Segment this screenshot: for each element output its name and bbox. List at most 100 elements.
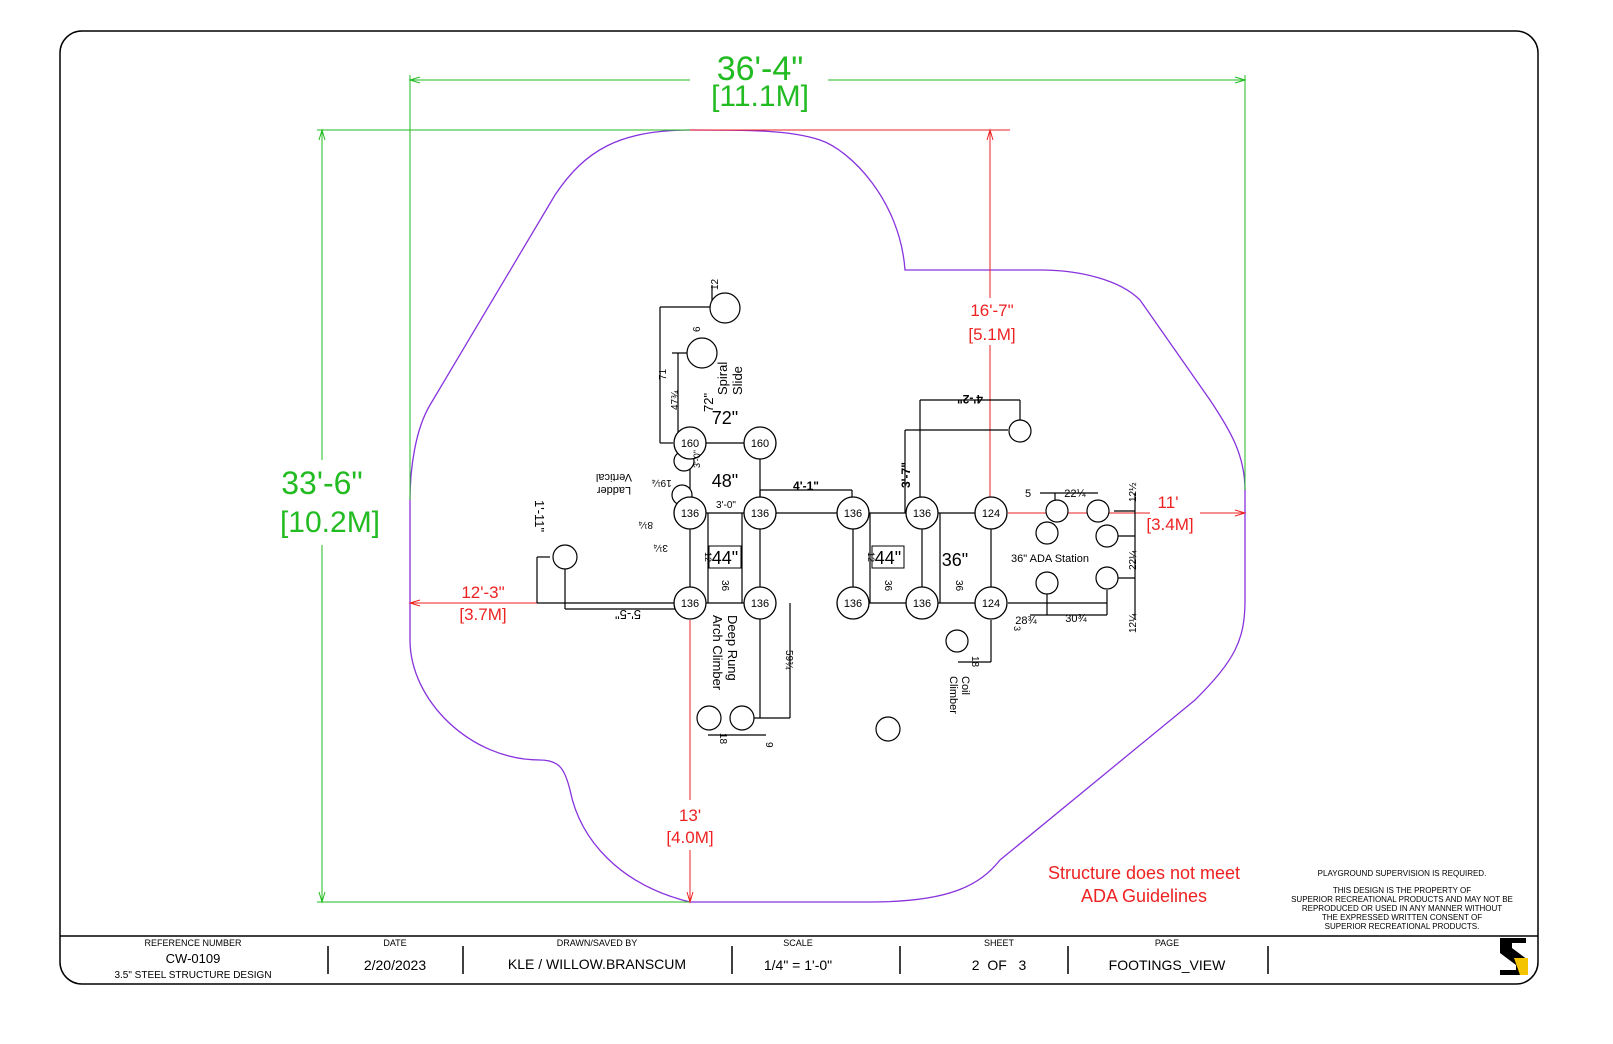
page-value: FOOTINGS_VIEW — [1109, 957, 1226, 973]
post-136-c: 136 — [673, 586, 707, 620]
svg-text:136: 136 — [844, 508, 862, 520]
measure-36-a: 36 — [719, 580, 730, 592]
height-ft-label: 33'-6" — [281, 465, 363, 501]
svg-text:160: 160 — [751, 438, 769, 450]
measure-5-5: 5'-5" — [615, 607, 641, 622]
slide-height-label: 72" — [701, 393, 716, 412]
sheet-border — [59, 30, 1539, 985]
property-note-3: REPRODUCED OR USED IN ANY MANNER WITHOUT — [1302, 904, 1502, 913]
bottom-ft-label: 13' — [679, 806, 701, 825]
post-136-d: 136 — [743, 586, 777, 620]
svg-text:136: 136 — [913, 508, 931, 520]
ada-note-line-1: Structure does not meet — [1048, 863, 1240, 883]
measure-19: 19¼ — [652, 477, 672, 489]
right-ft-label: 11' — [1158, 493, 1179, 512]
post-136-g: 136 — [836, 586, 870, 620]
left-m-label: [3.7M] — [459, 605, 506, 624]
measure-3-0-horiz: 3'-0" — [716, 500, 736, 511]
svg-text:124: 124 — [982, 598, 1000, 610]
vertical-label: Vertical — [596, 471, 632, 483]
scale-value: 1/4" = 1'-0" — [764, 957, 832, 973]
ladder-label: Ladder — [597, 484, 632, 496]
overall-width-dimension — [408, 75, 1247, 500]
title-block: REFERENCE NUMBER CW-0109 3.5" STEEL STRU… — [60, 935, 1538, 981]
arch-climber-label: Arch Climber — [710, 615, 725, 691]
measure-12h: 12½ — [1128, 482, 1139, 502]
post-136-b: 136 — [743, 496, 777, 530]
measure-12-top: 12 — [710, 278, 721, 290]
scale-label: SCALE — [783, 938, 813, 948]
ada-note-line-2: ADA Guidelines — [1081, 886, 1207, 906]
measure-12q: 12¼ — [1127, 613, 1139, 633]
drawn-by-value: KLE / WILLOW.BRANSCUM — [508, 956, 686, 972]
deck-height-44a: 44" — [712, 548, 738, 568]
measure-28: 28¾ — [1015, 615, 1037, 627]
svg-text:136: 136 — [751, 508, 769, 520]
property-note-1: THIS DESIGN IS THE PROPERTY OF — [1333, 886, 1471, 895]
measure-30: 30¾ — [1065, 613, 1087, 625]
post-160-b: 160 — [743, 426, 777, 460]
measure-22-a: 22¼ — [1064, 488, 1086, 500]
measure-4-2: 4'-2" — [957, 392, 983, 406]
post-124-b: 124 — [974, 586, 1008, 620]
measure-47: 47¾ — [670, 390, 681, 410]
post-136-e: 136 — [836, 496, 870, 530]
sheet-label: SHEET — [984, 938, 1015, 948]
coil-label: Coil — [959, 676, 971, 695]
svg-text:160: 160 — [681, 438, 699, 450]
measure-9: 9 — [763, 742, 774, 748]
property-note-4: THE EXPRESSED WRITTEN CONSENT OF — [1322, 913, 1482, 922]
post-136-a: 136 — [673, 496, 707, 530]
measure-18-a: 18 — [717, 733, 728, 745]
post-124-a: 124 — [974, 496, 1008, 530]
svg-text:136: 136 — [681, 508, 699, 520]
deck-height-36: 36" — [942, 550, 968, 570]
structure-frame — [536, 285, 1136, 736]
page-label: PAGE — [1155, 938, 1179, 948]
deck-height-44b: 44" — [875, 548, 901, 568]
measure-71: 71 — [658, 368, 669, 380]
measure-12-a: 12 — [703, 552, 713, 562]
supervision-note: PLAYGROUND SUPERVISION IS REQUIRED. — [1318, 869, 1487, 878]
height-m-label: [10.2M] — [280, 506, 380, 539]
component-footings — [552, 292, 1119, 742]
post-136-h: 136 — [905, 586, 939, 620]
ada-station-label: 36" ADA Station — [1011, 553, 1089, 565]
measure-3-0-vert: 3'-0" — [692, 450, 702, 468]
ref-number-label: REFERENCE NUMBER — [144, 938, 242, 948]
measure-36-b: 36 — [882, 580, 893, 592]
property-note-5: SUPERIOR RECREATIONAL PRODUCTS. — [1325, 922, 1480, 931]
measure-3: 3 — [1012, 626, 1022, 631]
measure-59: 59¾ — [783, 650, 794, 670]
right-m-label: [3.4M] — [1146, 515, 1193, 534]
ref-number-value: CW-0109 — [166, 951, 221, 966]
measure-36-c: 36 — [953, 580, 964, 592]
sheet-value: 2 OF 3 — [972, 957, 1027, 973]
top-ft-label: 16'-7" — [970, 301, 1013, 320]
measure-3q: 3¼ — [653, 542, 668, 554]
measure-22-b: 22¼ — [1127, 550, 1139, 570]
measure-8: 8¼ — [638, 519, 653, 531]
overall-height-dimension — [317, 128, 690, 904]
post-136-f: 136 — [905, 496, 939, 530]
ref-description: 3.5" STEEL STRUCTURE DESIGN — [114, 970, 271, 981]
left-ft-label: 12'-3" — [461, 583, 504, 602]
deck-height-48: 48" — [712, 471, 738, 491]
date-value: 2/20/2023 — [364, 957, 426, 973]
drawn-by-label: DRAWN/SAVED BY — [557, 938, 638, 948]
deck-height-72: 72" — [712, 408, 738, 428]
measure-5: 5 — [1025, 488, 1031, 500]
measure-6: 6 — [692, 326, 703, 332]
top-m-label: [5.1M] — [968, 325, 1015, 344]
deck-44b-box — [871, 545, 905, 569]
post-160-a: 160 — [673, 426, 707, 460]
spiral-label: Spiral — [715, 362, 730, 395]
svg-text:136: 136 — [913, 598, 931, 610]
width-ft-label: 36'-4" — [717, 50, 804, 88]
measure-18-b: 18 — [969, 656, 980, 668]
measure-4-1: 4'-1" — [793, 479, 819, 493]
measure-1-11: 1'-11" — [532, 500, 547, 533]
width-m-label: [11.1M] — [711, 80, 809, 113]
property-note-2: SUPERIOR RECREATIONAL PRODUCTS AND MAY N… — [1291, 895, 1513, 904]
